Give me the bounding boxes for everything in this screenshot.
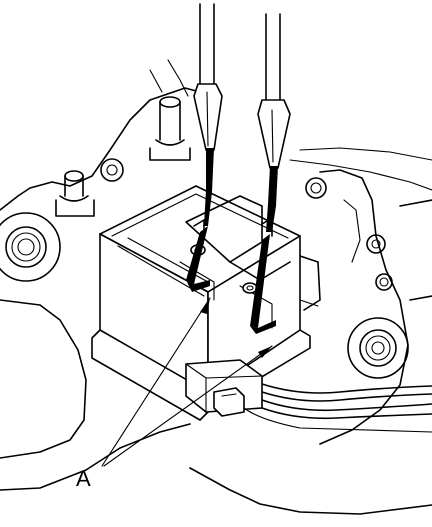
- callout-label-a: A: [76, 466, 91, 491]
- housing-casting: [0, 59, 432, 515]
- screwdriver-right: [250, 13, 291, 328]
- wire-harness: [243, 383, 432, 433]
- locking-tabs: [186, 217, 276, 334]
- bolt-boss-left: [0, 212, 61, 282]
- stud-pin-top: [149, 96, 191, 161]
- small-bosses: [100, 158, 393, 291]
- wire-connector: [185, 359, 263, 417]
- callout-leaders: [101, 297, 273, 467]
- stud-pin-left: [55, 170, 95, 217]
- screwdriver-left: [186, 3, 223, 284]
- bolt-boss-right: [347, 317, 409, 379]
